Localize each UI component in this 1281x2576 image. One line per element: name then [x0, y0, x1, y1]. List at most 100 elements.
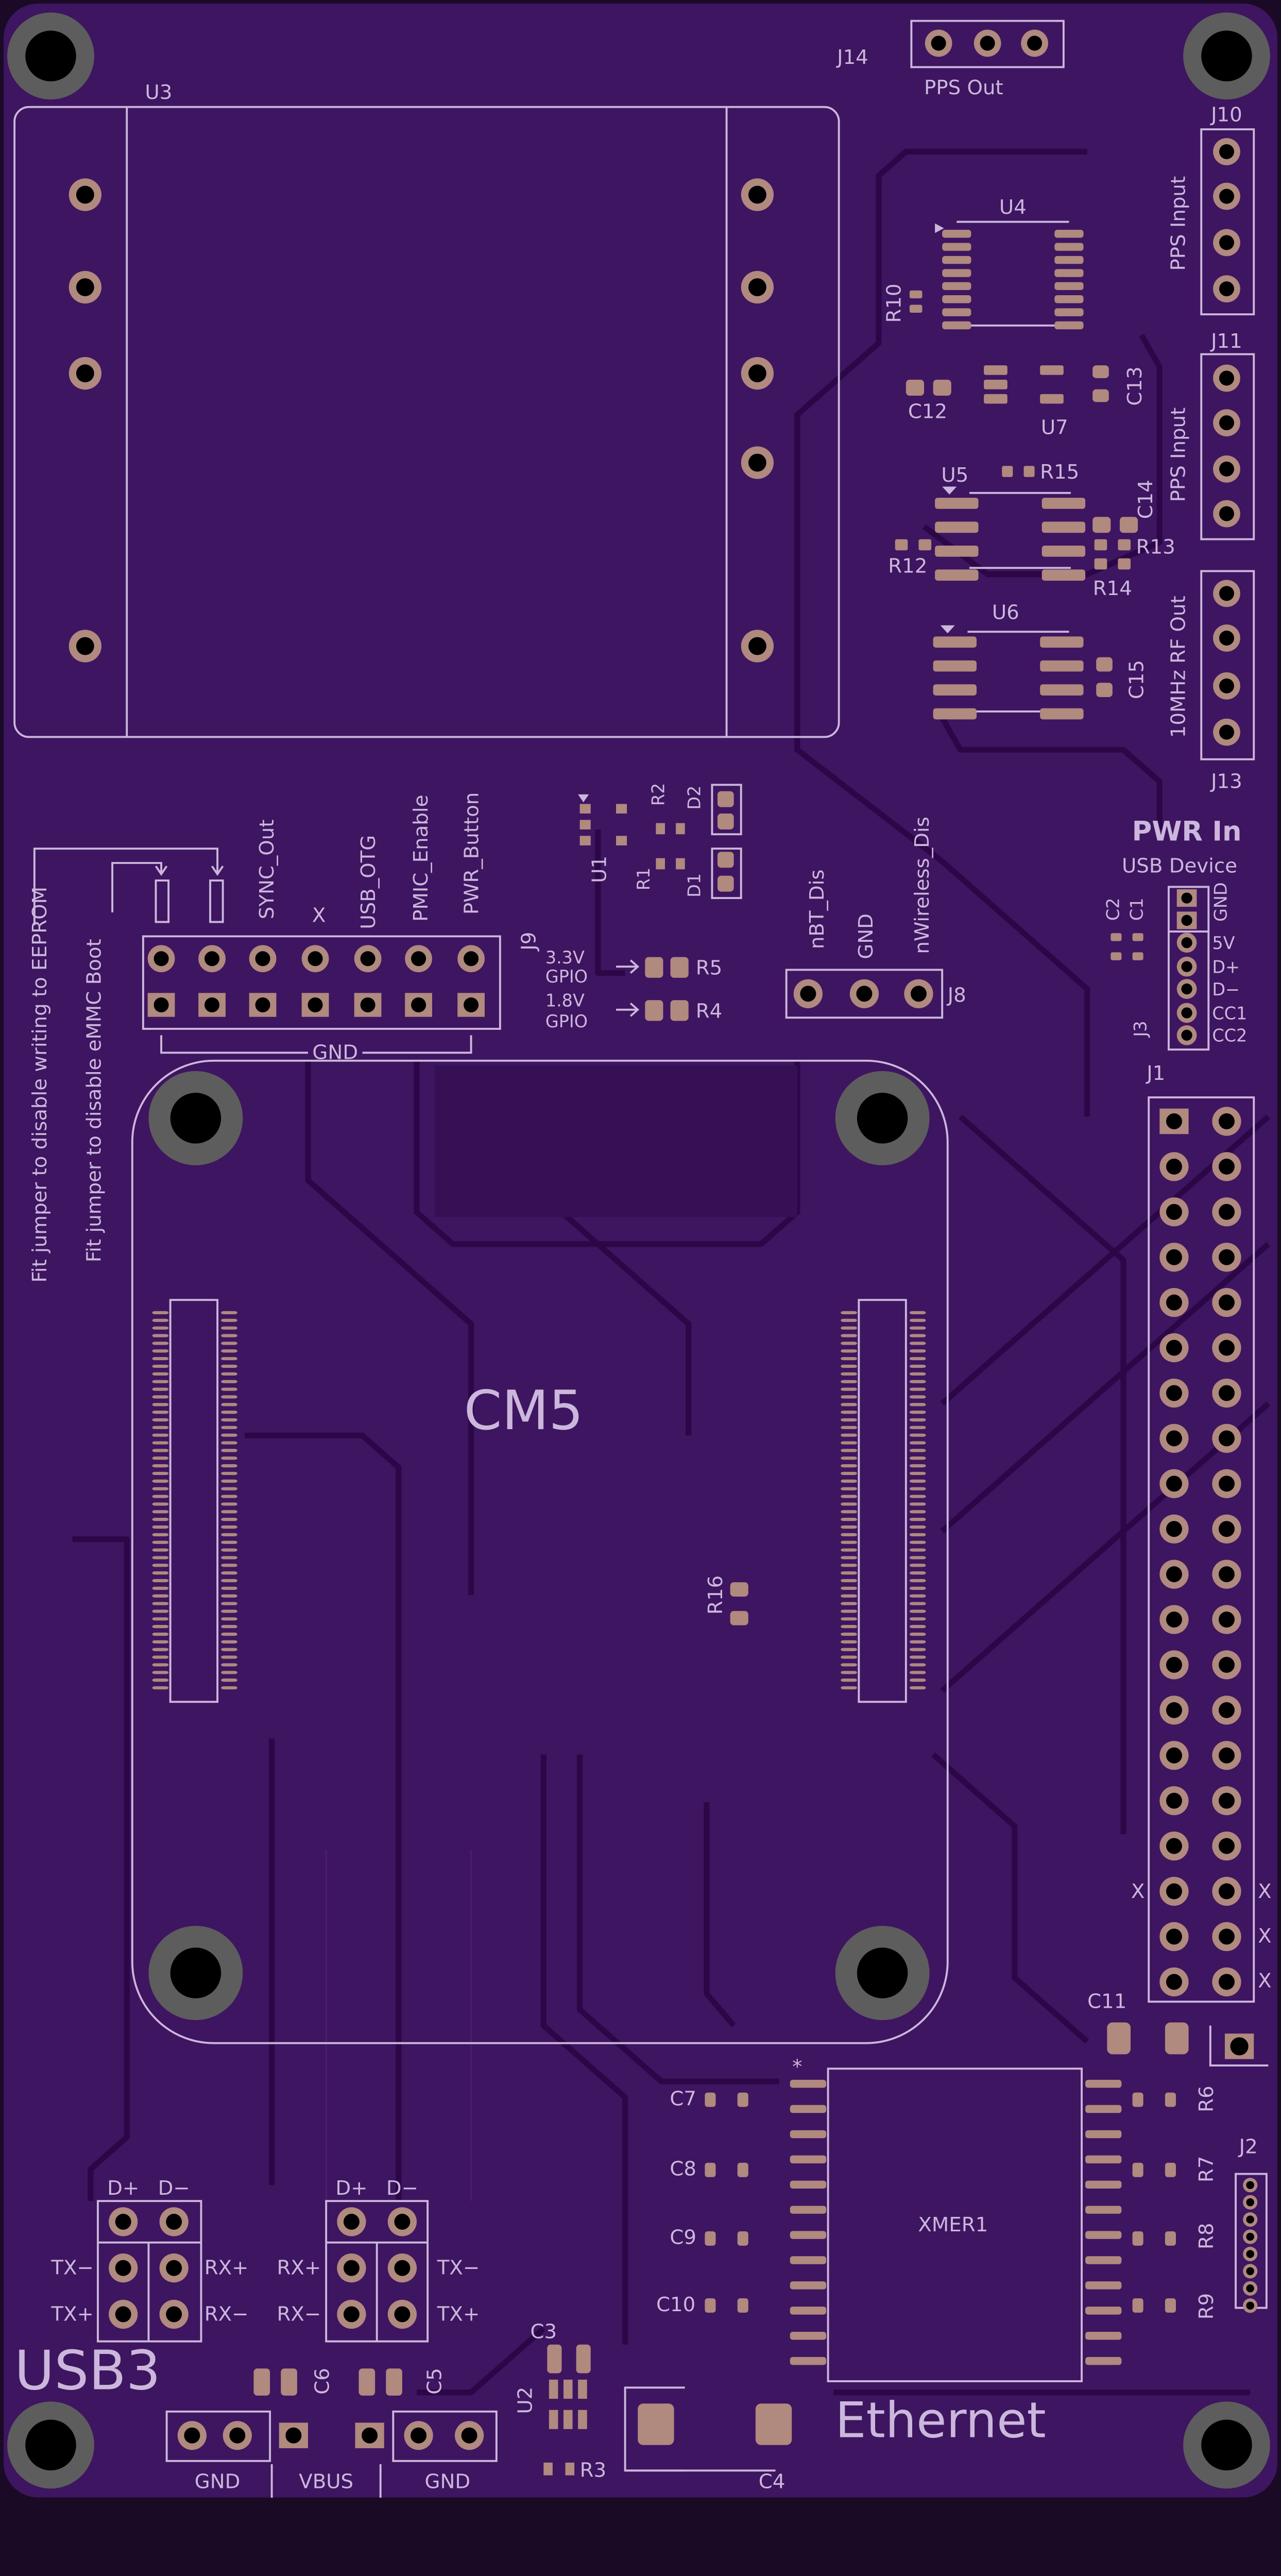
- usb-left-rx-plus: RX+: [204, 2257, 249, 2280]
- smd-pad: [221, 1411, 237, 1414]
- drill-hole: [931, 36, 946, 51]
- smd-pad: [221, 1579, 237, 1583]
- power-header-gnd-right: GND: [425, 2470, 471, 2493]
- drill-hole: [1219, 461, 1234, 477]
- drill-hole: [1219, 506, 1234, 521]
- smd-pad: [942, 308, 971, 316]
- drill-hole: [1166, 1974, 1182, 1990]
- smd-pad: [841, 1479, 857, 1483]
- j8-label-nwireless-dis: nWireless_Dis: [911, 817, 934, 954]
- drill-hole: [1166, 1294, 1182, 1311]
- drill-hole: [343, 2306, 360, 2323]
- smd-pad: [152, 1449, 169, 1452]
- drill-hole: [394, 2306, 411, 2323]
- drill-hole: [1166, 1883, 1182, 1900]
- smd-pad: [152, 1471, 169, 1476]
- smd-pad: [152, 1418, 169, 1422]
- drill-hole: [1218, 1294, 1235, 1311]
- smd-pad: [152, 1334, 169, 1337]
- j3-pin-label: 5V: [1212, 933, 1235, 953]
- smd-pad: [909, 1449, 926, 1452]
- usb-right-rx-plus: RX+: [277, 2257, 321, 2280]
- j3-pin-label: D+: [1212, 957, 1240, 977]
- smd-pad: [909, 1372, 926, 1376]
- j10-refdes: J10: [1210, 104, 1242, 127]
- smd-pad: [152, 1387, 169, 1391]
- drill-hole: [800, 986, 816, 1002]
- drill-hole: [1181, 892, 1192, 904]
- drill-hole: [76, 185, 94, 204]
- smd-pad: [933, 684, 977, 696]
- smd-pad: [705, 2162, 716, 2177]
- j1-refdes: J1: [1146, 1062, 1165, 1085]
- smd-pad: [909, 1464, 926, 1468]
- c2-refdes: C2: [1103, 897, 1123, 921]
- smd-pad: [152, 1679, 169, 1682]
- smd-pad: [909, 1640, 926, 1643]
- smd-pad: [152, 1441, 169, 1445]
- smd-pad: [909, 1625, 926, 1629]
- c5-refdes: C5: [423, 2368, 447, 2395]
- usb-left-dm: D−: [158, 2177, 190, 2200]
- smd-pad: [935, 569, 979, 581]
- smd-pad: [221, 1395, 237, 1399]
- smd-pad: [841, 1548, 857, 1552]
- smd-pad: [942, 243, 971, 251]
- smd-pad: [841, 1632, 857, 1636]
- smd-pad: [221, 1564, 237, 1567]
- drill-hole: [461, 2427, 477, 2444]
- smd-pad: [737, 2092, 748, 2107]
- smd-pad: [790, 2357, 827, 2365]
- smd-pad: [221, 1540, 237, 1544]
- u6-refdes: U6: [992, 601, 1019, 624]
- smd-pad: [909, 1479, 926, 1483]
- smd-pad: [152, 1380, 169, 1383]
- r2-refdes: R2: [648, 783, 668, 806]
- smd-pad: [841, 1311, 857, 1315]
- smd-pad: [1165, 2092, 1176, 2107]
- smd-pad: [841, 1556, 857, 1560]
- smd-pad: [152, 1318, 169, 1322]
- smd-pad: [841, 1510, 857, 1514]
- smd-pad: [221, 1518, 237, 1521]
- drill-hole: [115, 2213, 131, 2230]
- smd-pad: [152, 1349, 169, 1353]
- smd-pad: [841, 1655, 857, 1659]
- drill-hole: [748, 637, 766, 655]
- drill-hole: [1246, 2267, 1254, 2276]
- vbus-capacitors: C6 C5: [253, 2368, 447, 2396]
- smd-pad: [221, 1556, 237, 1560]
- drill-hole: [1218, 1249, 1235, 1265]
- c7-refdes: C7: [670, 2087, 696, 2110]
- c8-refdes: C8: [670, 2158, 696, 2181]
- j8-label-gnd: GND: [855, 913, 878, 959]
- smd-pad: [152, 1403, 169, 1406]
- r14-refdes: R14: [1093, 577, 1132, 600]
- drill-hole: [166, 2306, 182, 2323]
- smd-pad: [790, 2256, 827, 2264]
- u4-ic: U4 R10: [882, 196, 1084, 330]
- smd-pad: [152, 1311, 169, 1315]
- mounting-holes: [7, 12, 1270, 2489]
- smd-pad: [1054, 230, 1084, 238]
- smd-pad: [790, 2231, 827, 2239]
- smd-pad: [1132, 2162, 1143, 2177]
- drill-hole: [1181, 983, 1192, 995]
- smd-pad: [221, 1548, 237, 1552]
- smd-pad: [221, 1449, 237, 1452]
- smd-pad: [909, 1502, 926, 1506]
- drill-hole: [748, 364, 766, 383]
- smd-pad: [1085, 2206, 1122, 2214]
- smd-pad: [1054, 282, 1084, 291]
- drill-hole: [308, 951, 323, 967]
- c12-refdes: C12: [908, 400, 947, 423]
- drill-hole: [1246, 2198, 1254, 2207]
- smd-pad: [1085, 2105, 1122, 2113]
- smd-pad: [841, 1671, 857, 1674]
- smd-pad: [1040, 636, 1084, 648]
- smd-pad: [841, 1679, 857, 1682]
- power-header-gnd-left: GND: [195, 2470, 241, 2493]
- smd-pad: [221, 1471, 237, 1476]
- smd-pad: [152, 1579, 169, 1583]
- j3-pin-label: GND: [1210, 882, 1231, 922]
